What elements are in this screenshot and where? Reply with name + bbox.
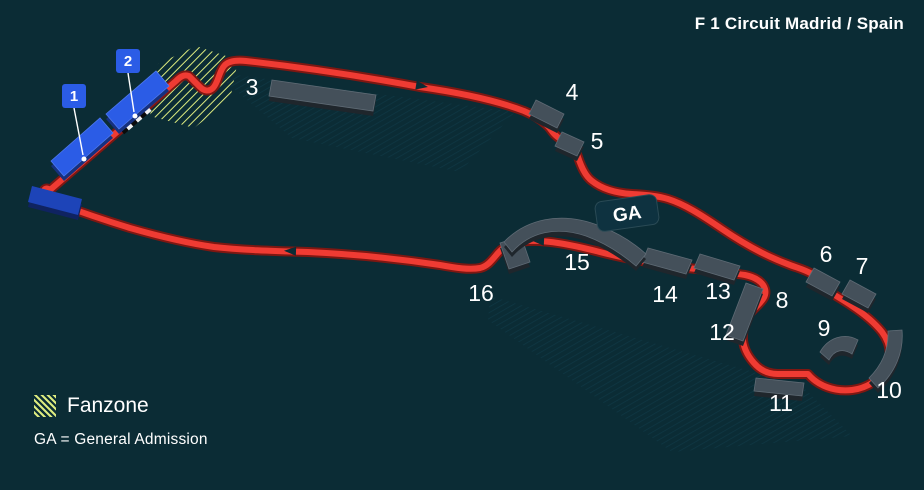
grandstand-12-label: 12: [709, 319, 735, 345]
fanzone-legend-label: Fanzone: [67, 394, 149, 417]
grandstand-12[interactable]: [725, 282, 764, 346]
direction-arrow-icon: [284, 246, 297, 256]
grandstand-15-block[interactable]: [503, 217, 647, 267]
grandstand-14[interactable]: [641, 247, 693, 279]
grandstand-7-label: 7: [856, 253, 869, 279]
grandstand-11-label: 11: [769, 390, 793, 416]
grandstand-2[interactable]: [105, 70, 170, 134]
shadow-hatch-top: [214, 72, 515, 172]
grandstand-2-pointer-line: [127, 72, 135, 113]
pit-building-block: [28, 186, 82, 215]
grandstand-6-block[interactable]: [805, 267, 841, 297]
grandstand-5-label: 5: [591, 128, 604, 154]
ga-area[interactable]: GA: [594, 194, 660, 232]
grandstand-13[interactable]: [693, 253, 741, 285]
grandstand-10-block[interactable]: [868, 329, 903, 389]
grandstand-12-block[interactable]: [725, 282, 764, 342]
grandstand-4-block[interactable]: [528, 99, 565, 129]
grandstand-3[interactable]: [268, 79, 377, 116]
grandstand-14-label: 14: [652, 281, 678, 307]
grandstand-2-badge[interactable]: 2: [116, 49, 140, 73]
grandstand-5-block[interactable]: [554, 131, 585, 157]
grandstand-7[interactable]: [841, 279, 877, 313]
grandstand-11[interactable]: [753, 377, 805, 401]
ga-area-box[interactable]: [594, 194, 660, 232]
grandstand-1-pointer-dot: [81, 156, 87, 162]
grandstand-9-block[interactable]: [819, 336, 859, 361]
grandstand-2-label: 2: [124, 53, 132, 70]
grandstand-1-pointer-line: [73, 107, 84, 156]
grandstand-9[interactable]: [819, 336, 859, 365]
pit-building: [28, 186, 82, 220]
grandstand-11-block[interactable]: [753, 377, 805, 397]
ga-area-label: GA: [612, 202, 643, 227]
grandstand-15[interactable]: [503, 217, 647, 271]
grandstand-2-block[interactable]: [105, 70, 170, 130]
grandstand-6[interactable]: [805, 267, 841, 301]
grandstand-3-block[interactable]: [268, 79, 377, 112]
legend-fanzone-row: Fanzone: [34, 394, 208, 418]
grandstand-1-badge[interactable]: 1: [62, 84, 86, 108]
shadow-hatch-bottom: [488, 296, 852, 452]
legend: Fanzone GA = General Admission: [34, 394, 208, 449]
grandstand-3-label: 3: [246, 74, 259, 100]
grandstand-4-label: 4: [566, 79, 579, 105]
ga-legend-label: GA = General Admission: [34, 431, 208, 448]
grandstand-7-block[interactable]: [841, 279, 877, 309]
grandstand-2-badge-box[interactable]: [116, 49, 140, 73]
page-title: F 1 Circuit Madrid / Spain: [694, 14, 904, 33]
fanzone-swatch-icon: [34, 395, 56, 417]
grandstand-16-label: 16: [468, 280, 494, 306]
grandstand-10-label: 10: [876, 377, 902, 403]
grandstand-9-label: 9: [818, 315, 831, 341]
grandstand-6-label: 6: [820, 241, 833, 267]
grandstand-1-label: 1: [70, 88, 78, 105]
grandstand-2-pointer-dot: [132, 113, 138, 119]
grandstand-15-label: 15: [564, 249, 590, 275]
direction-arrow-icon: [532, 236, 545, 246]
grandstand-4[interactable]: [528, 99, 565, 133]
grandstand-13-label: 13: [705, 278, 731, 304]
grandstand-15-base: [504, 223, 646, 271]
direction-arrow-icon: [415, 80, 428, 90]
grandstand-5[interactable]: [554, 131, 585, 161]
grandstand-10[interactable]: [868, 329, 903, 393]
grandstand-13-block[interactable]: [693, 253, 741, 281]
grandstand-8-label: 8: [776, 287, 789, 313]
grandstand-1-badge-box[interactable]: [62, 84, 86, 108]
